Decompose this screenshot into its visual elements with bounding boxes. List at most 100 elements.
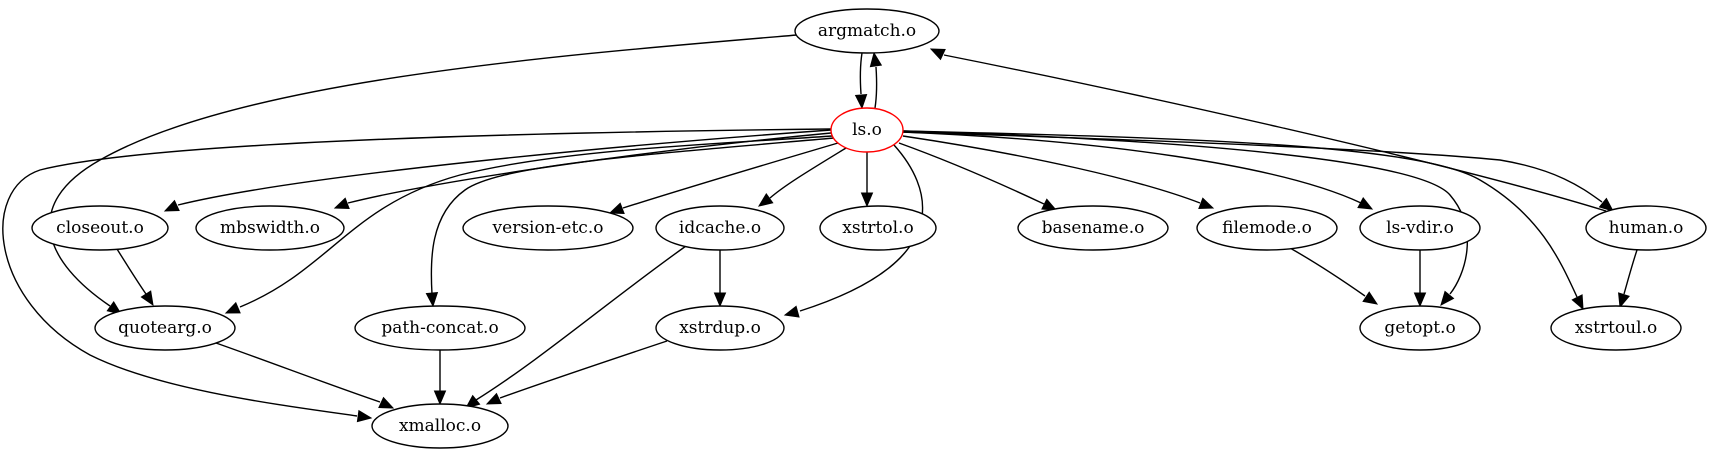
edge-closeout-to-quotearg	[116, 248, 154, 307]
node-label: quotearg.o	[118, 318, 212, 338]
node-ellipse	[819, 205, 937, 251]
edge-ls-to-quotearg	[224, 135, 833, 314]
node-label: version-etc.o	[492, 218, 604, 238]
edge-line	[2, 128, 832, 417]
node-ellipse	[655, 305, 785, 351]
node-ellipse	[794, 8, 940, 54]
node-label: getopt.o	[1384, 318, 1455, 338]
node-basename: basename.o	[1017, 205, 1169, 251]
node-label: mbswidth.o	[220, 218, 320, 238]
edge-ls-to-xstrtoul	[902, 130, 1584, 311]
edge-line	[1623, 249, 1638, 295]
edge-argmatch-to-quotearg	[49, 34, 798, 315]
node-label: xmalloc.o	[399, 416, 481, 436]
arrowhead	[713, 292, 727, 308]
node-human: human.o	[1585, 205, 1707, 251]
edges-layer	[2, 34, 1638, 423]
node-label: xstrtol.o	[842, 218, 913, 238]
edge-line	[769, 147, 847, 199]
edge-line	[874, 66, 878, 109]
edge-line	[902, 131, 1603, 203]
arrowhead	[163, 199, 180, 212]
edge-idcache-to-xstrdup	[713, 250, 727, 308]
edge-line	[177, 129, 832, 206]
edge-ls-vdir-to-getopt	[1413, 250, 1427, 308]
edge-ls-to-argmatch	[869, 51, 883, 109]
node-ellipse	[1359, 205, 1481, 251]
edge-line	[902, 135, 1201, 204]
arrowhead	[1618, 292, 1630, 309]
arrowhead	[378, 396, 395, 409]
edge-line	[622, 142, 839, 209]
arrowhead	[869, 51, 883, 68]
edge-line	[902, 130, 1578, 298]
node-path-concat: path-concat.o	[354, 305, 526, 351]
node-label: ls.o	[852, 120, 882, 140]
node-idcache: idcache.o	[655, 205, 785, 251]
edge-line	[943, 54, 1607, 212]
node-mbswidth: mbswidth.o	[195, 205, 345, 251]
arrowhead	[1198, 197, 1215, 210]
node-getopt: getopt.o	[1359, 305, 1481, 351]
arrowhead	[757, 192, 774, 207]
arrowhead	[356, 409, 373, 423]
node-label: xstrtoul.o	[1575, 318, 1657, 338]
node-ellipse	[655, 205, 785, 251]
node-label: xstrdup.o	[679, 318, 761, 338]
node-ellipse	[462, 205, 634, 251]
node-ellipse	[371, 403, 509, 449]
node-xstrdup: xstrdup.o	[655, 305, 785, 351]
node-xstrtol: xstrtol.o	[819, 205, 937, 251]
node-xstrtoul: xstrtoul.o	[1550, 305, 1682, 351]
arrowhead	[1571, 294, 1584, 311]
arrowhead	[1413, 292, 1427, 308]
arrowhead	[425, 292, 439, 308]
node-ellipse	[94, 305, 236, 351]
edge-filemode-to-getopt	[1289, 247, 1379, 305]
node-ls: ls.o	[830, 107, 904, 153]
node-ellipse	[830, 107, 904, 153]
node-ellipse	[1196, 205, 1338, 251]
edge-line	[116, 248, 147, 295]
node-closeout: closeout.o	[31, 205, 169, 251]
edge-line	[898, 142, 1045, 205]
arrowhead	[485, 392, 502, 405]
arrowhead	[1357, 196, 1374, 210]
edge-line	[49, 34, 798, 307]
edge-ls-to-path-concat	[425, 137, 835, 308]
node-filemode: filemode.o	[1196, 205, 1338, 251]
edge-ls-to-xstrtol	[860, 152, 874, 208]
edge-ls-to-human	[902, 131, 1614, 212]
node-ellipse	[195, 205, 345, 251]
edge-ls-to-ls-vdir	[901, 131, 1374, 210]
edge-line	[859, 52, 863, 95]
node-label: basename.o	[1042, 218, 1145, 238]
edge-ls-to-filemode	[902, 135, 1215, 210]
edge-xstrdup-to-xmalloc	[485, 340, 668, 405]
edge-human-to-xstrtoul	[1618, 249, 1638, 309]
edge-line	[430, 137, 835, 295]
nodes-layer: argmatch.o ls.o closeout.o mbswidth.o versio…	[31, 8, 1707, 449]
node-label: argmatch.o	[818, 21, 916, 41]
edge-line	[475, 245, 687, 401]
edge-line	[239, 135, 833, 308]
node-label: filemode.o	[1222, 218, 1312, 238]
edge-line	[1289, 247, 1366, 297]
edge-path-concat-to-xmalloc	[433, 350, 447, 406]
arrowhead	[608, 202, 625, 215]
node-ellipse	[1585, 205, 1707, 251]
node-ellipse	[1359, 305, 1481, 351]
edge-line	[499, 340, 668, 399]
arrowhead	[929, 48, 946, 61]
node-label: path-concat.o	[381, 318, 498, 338]
edge-ls-to-idcache	[757, 147, 847, 207]
arrowhead	[1440, 290, 1455, 306]
arrowhead	[1041, 198, 1058, 211]
arrowhead	[140, 290, 154, 307]
node-quotearg: quotearg.o	[94, 305, 236, 351]
node-label: human.o	[1609, 218, 1684, 238]
node-label: ls-vdir.o	[1386, 218, 1454, 238]
edge-argmatch-to-ls	[854, 52, 868, 110]
arrowhead	[854, 94, 868, 110]
arrowhead	[1598, 197, 1614, 212]
